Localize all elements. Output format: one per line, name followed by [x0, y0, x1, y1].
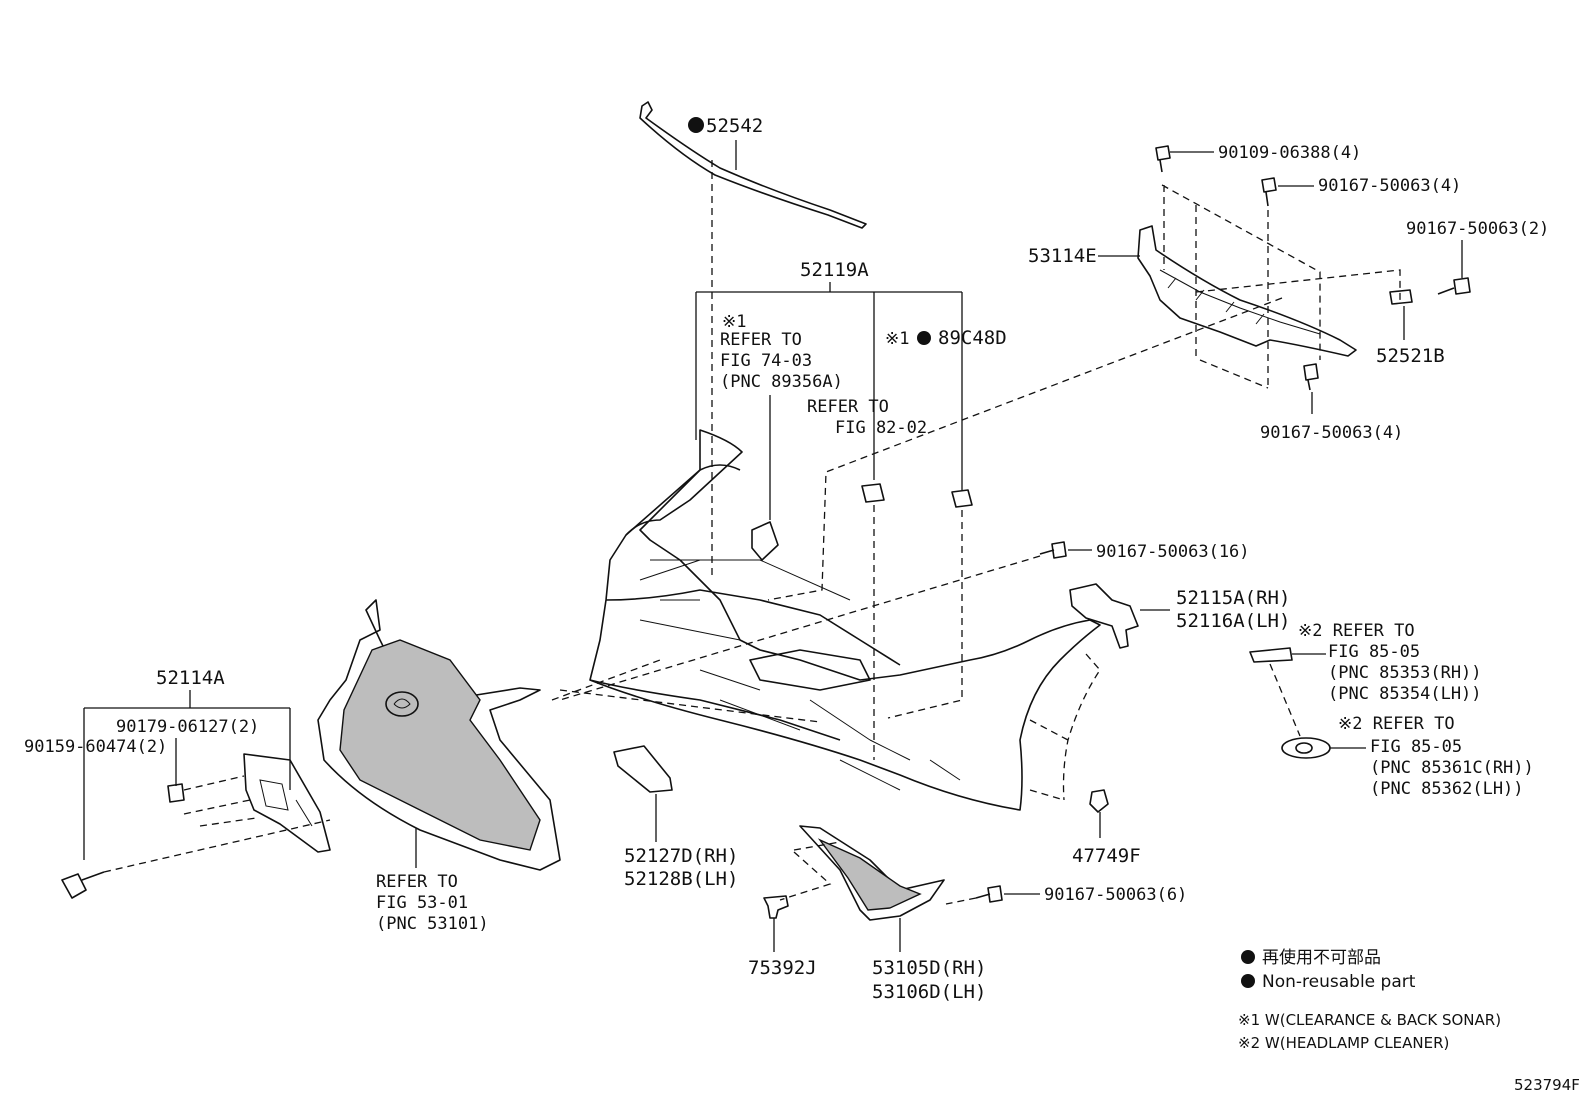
washer-nozzle [1281, 737, 1331, 759]
dash-screw-90159 [103, 819, 331, 873]
bolt-90109 [1155, 145, 1171, 173]
dash-grille-bumper2 [559, 689, 821, 723]
label-90167-50063-16: 90167-50063(16) [1096, 542, 1250, 562]
note4-line2: FIG 85-05 [1370, 737, 1462, 757]
note1-mark: ※1 [722, 312, 746, 332]
label-52128B: 52128B(LH) [624, 868, 738, 890]
label-90167-50063-4b: 90167-50063(4) [1260, 423, 1403, 443]
nonreusable-dot-52542 [688, 117, 704, 133]
note3-line2: FIG 85-05 [1328, 642, 1420, 662]
label-53106D: 53106D(LH) [872, 981, 986, 1003]
retainer-53114E-detail [1159, 269, 1321, 335]
note4-line1: ※2 REFER TO [1338, 714, 1455, 734]
dash-90167-6 [945, 897, 977, 905]
grille-emblem-inner [393, 698, 411, 709]
label-52521B: 52521B [1376, 345, 1445, 367]
label-75392J: 75392J [748, 957, 817, 979]
label-52542: 52542 [706, 115, 763, 137]
towhook-cover [613, 745, 673, 793]
note1-line2: FIG 74-03 [720, 351, 812, 371]
label-90179-06127: 90179-06127(2) [116, 717, 259, 737]
bolt-90167-16 [1039, 541, 1067, 559]
dash-sensor-side [887, 510, 963, 719]
label-52114A: 52114A [156, 667, 225, 689]
plate-bracket [243, 753, 331, 853]
clip-75392J [763, 895, 789, 919]
bracket-52119A [695, 282, 963, 490]
note2-line1: REFER TO [807, 397, 889, 417]
note89-mark: ※1 [885, 329, 909, 349]
legend-note2: ※2 W(HEADLAMP CLEANER) [1238, 1034, 1449, 1052]
legend-dot-en [1241, 974, 1255, 988]
bolt-90167-2 [1437, 277, 1471, 295]
bumper-emblem-mount [749, 649, 871, 691]
note1-line1: REFER TO [720, 330, 802, 350]
note3-line3: (PNC 85353(RH)) [1328, 663, 1482, 683]
dash-retainer-to-bumper [767, 297, 1283, 601]
note3-line4: (PNC 85354(LH)) [1328, 684, 1482, 704]
part-52542-seal [639, 101, 867, 229]
retainer-53114E [1137, 225, 1357, 357]
note5-line3: (PNC 53101) [376, 914, 489, 934]
label-90167-50063-6: 90167-50063(6) [1044, 885, 1187, 905]
label-53114E: 53114E [1028, 245, 1097, 267]
bracket-52115A [1069, 583, 1139, 649]
note4-line3: (PNC 85361C(RH)) [1370, 758, 1534, 778]
label-52115A: 52115A(RH) [1176, 587, 1290, 609]
grille-emblem [385, 691, 419, 717]
label-90167-50063-2: 90167-50063(2) [1406, 219, 1549, 239]
label-90159-60474: 90159-60474(2) [24, 737, 167, 757]
note5-line1: REFER TO [376, 872, 458, 892]
note4-line4: (PNC 85362(LH)) [1370, 779, 1524, 799]
note3-line1: ※2 REFER TO [1298, 621, 1415, 641]
label-90167-50063-4a: 90167-50063(4) [1318, 176, 1461, 196]
nut-90179 [167, 783, 185, 803]
plate-bracket-detail [259, 779, 313, 827]
bumper-cover [589, 429, 1101, 811]
note5-line2: FIG 53-01 [376, 893, 468, 913]
dash-lower-grille [779, 841, 841, 901]
clip-47749F [1089, 789, 1109, 813]
figure-id: 523794F [1514, 1076, 1580, 1094]
bolt-90167-4b [1303, 363, 1319, 391]
legend-nonreusable-en: Non-reusable part [1262, 972, 1416, 992]
washer-nozzle-inner [1295, 742, 1313, 754]
label-52116A: 52116A(LH) [1176, 610, 1290, 632]
nonreusable-dot-89C48D [917, 331, 931, 345]
lower-grille [799, 825, 945, 921]
dash-fender [1029, 653, 1101, 801]
sonar-sensor-side [951, 489, 973, 508]
label-47749F: 47749F [1072, 845, 1141, 867]
note1-line3: (PNC 89356A) [720, 372, 843, 392]
dash-grille-bumper [551, 659, 661, 701]
washer-cover [1249, 647, 1293, 663]
sensor-cap [751, 521, 779, 561]
front-grille [317, 599, 561, 871]
note2-line2: FIG 82-02 [835, 418, 927, 438]
dash-retainer [1161, 184, 1401, 389]
bolt-90167-6 [975, 885, 1003, 903]
label-89C48D: 89C48D [938, 327, 1007, 349]
label-53105D: 53105D(RH) [872, 957, 986, 979]
dash-washer [1269, 663, 1301, 737]
legend-note1: ※1 W(CLEARANCE & BACK SONAR) [1238, 1011, 1501, 1029]
dash-plate-bracket [183, 775, 257, 827]
sonar-sensor-center [861, 483, 885, 503]
bolt-90167-4a [1261, 177, 1277, 207]
bracket-52114A [83, 690, 291, 860]
screw-90159 [61, 871, 105, 899]
clip-52521B [1389, 289, 1413, 305]
label-52127D: 52127D(RH) [624, 845, 738, 867]
legend-nonreusable-jp: 再使用不可部品 [1262, 947, 1381, 968]
label-52119A: 52119A [800, 259, 869, 281]
label-90109-06388: 90109-06388(4) [1218, 143, 1361, 163]
legend-dot-jp [1241, 950, 1255, 964]
